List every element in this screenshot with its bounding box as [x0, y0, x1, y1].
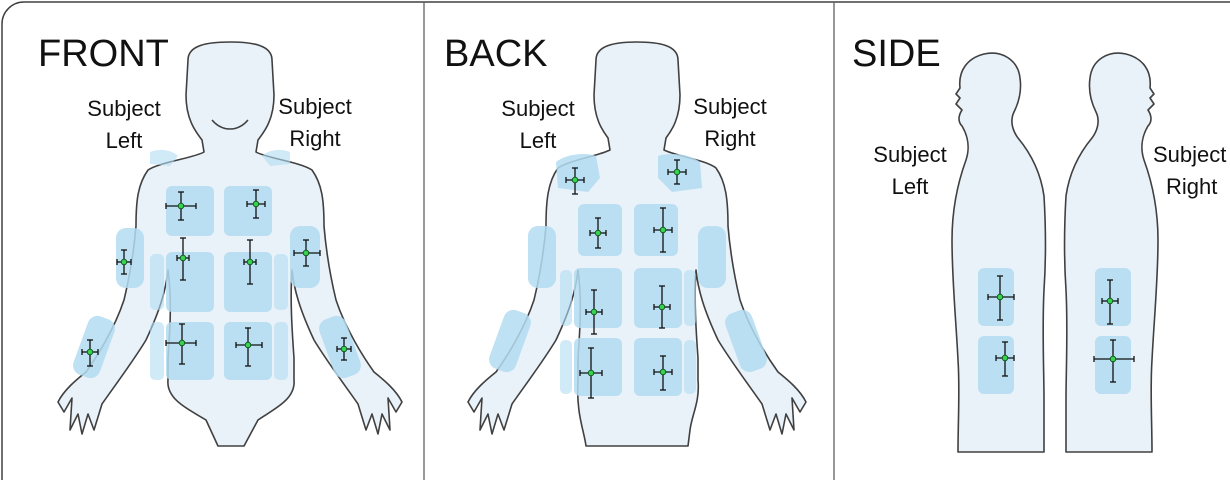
front-zone-mid-left: [166, 252, 214, 312]
side-panel-title: SIDE: [852, 33, 941, 75]
front-left-label-line1: Subject: [87, 96, 160, 121]
back-zone-flank-l1: [560, 270, 572, 326]
back-zone-mid-left: [574, 268, 622, 328]
front-zone-flank-r2: [274, 322, 288, 380]
back-right-label-line2: Right: [704, 126, 755, 151]
front-zone-upper-right: [224, 186, 272, 236]
side-right-label-line1: Subject: [1153, 142, 1226, 167]
back-right-label-line1: Subject: [693, 94, 766, 119]
back-zone-low-right: [634, 338, 682, 396]
back-left-label-line1: Subject: [501, 96, 574, 121]
side-zone-right-upper: [1095, 268, 1131, 326]
side-left-label-line1: Subject: [873, 142, 946, 167]
front-zone-flank-l2: [150, 322, 164, 380]
side-zone-left-lower: [978, 336, 1014, 394]
back-left-label-line2: Left: [520, 128, 557, 153]
back-zone-upper-arm-right: [698, 226, 726, 288]
back-zone-flank-r2: [684, 340, 696, 394]
back-zone-mid-right: [634, 268, 682, 328]
front-zone-upper-arm-left: [116, 228, 144, 288]
back-zone-flank-r1: [684, 270, 696, 326]
back-zone-low-left: [574, 338, 622, 396]
front-panel-title: FRONT: [38, 33, 169, 75]
back-zone-upper-arm-left: [528, 226, 556, 288]
front-zone-upper-arm-right: [290, 226, 320, 288]
side-right-label-line2: Right: [1166, 174, 1217, 199]
front-right-label-line2: Right: [289, 126, 340, 151]
front-zone-low-left: [166, 322, 214, 380]
front-zone-flank-r1: [274, 254, 288, 310]
front-left-label-line2: Left: [106, 128, 143, 153]
front-zone-flank-l1: [150, 254, 164, 310]
side-left-label-line2: Left: [892, 174, 929, 199]
front-right-label-line1: Subject: [278, 94, 351, 119]
back-zone-flank-l2: [560, 340, 572, 394]
front-zone-upper-left: [166, 186, 214, 236]
back-panel-title: BACK: [444, 33, 547, 75]
